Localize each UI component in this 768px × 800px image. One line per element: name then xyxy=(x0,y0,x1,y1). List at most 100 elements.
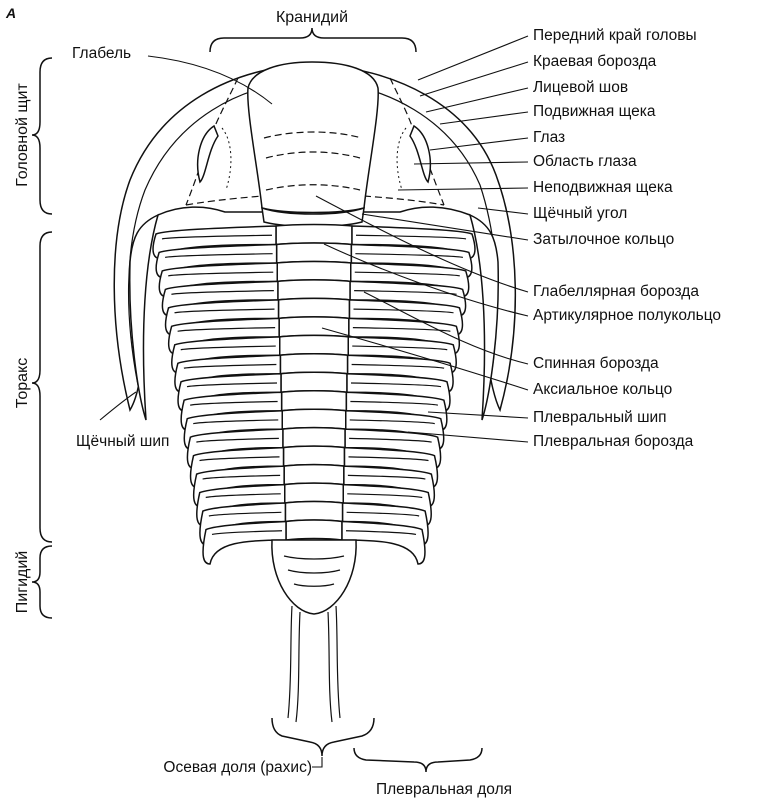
pleural-furrow-right-13 xyxy=(348,456,429,462)
pleura-left-3 xyxy=(158,262,278,298)
pleural-furrow-right-6 xyxy=(352,326,451,332)
pleural-furrow-left-3 xyxy=(168,271,274,277)
pleura-right-17 xyxy=(341,520,426,565)
callout-glabellar-furrow: Глабеллярная борозда xyxy=(533,283,699,300)
pygidium-label: Пигидий xyxy=(14,551,31,613)
head-shield-label: Головной щит xyxy=(14,83,31,187)
pleural-furrow-right-3 xyxy=(354,271,460,277)
pleural-furrow-left-2 xyxy=(164,253,273,258)
pleural-furrow-right-7 xyxy=(352,345,448,351)
thorax-segments xyxy=(152,223,476,565)
leader-9 xyxy=(361,213,529,241)
terminal-spine-right xyxy=(335,605,341,719)
leader-13 xyxy=(321,327,529,391)
pleural-furrow-left-7 xyxy=(180,345,276,351)
axial-ring-16 xyxy=(284,500,344,523)
pleural-furrow-right-1 xyxy=(355,234,467,240)
axial-ring-2 xyxy=(275,242,353,264)
pygidium-ring-2 xyxy=(287,569,341,574)
glabellar-furrow-1 xyxy=(263,131,363,139)
callout-occipital-ring: Затылочное кольцо xyxy=(533,231,674,248)
axial-ring-5 xyxy=(277,297,351,320)
callout-axial-ring: Аксиальное кольцо xyxy=(533,381,672,398)
axial-ring-10 xyxy=(280,390,348,412)
axial-lobe-leader xyxy=(312,757,323,768)
cranidium-brace xyxy=(209,27,417,53)
pleura-left-4 xyxy=(161,280,279,317)
pleural-furrow-right-14 xyxy=(347,474,426,480)
pleura-right-5 xyxy=(348,299,464,336)
pleural-furrow-right-11 xyxy=(349,419,435,425)
axial-ring-8 xyxy=(279,353,349,375)
callout-free-cheek: Подвижная щека xyxy=(533,103,656,120)
axial-ring-7 xyxy=(279,334,349,357)
pleural-furrow-right-10 xyxy=(350,400,439,406)
callout-facial-suture: Лицевой шов xyxy=(533,79,628,96)
axial-lobe-label: Осевая доля (рахис) xyxy=(163,759,312,776)
callout-axial-furrow: Спинная борозда xyxy=(533,355,659,372)
axial-ring-13 xyxy=(282,445,346,467)
pleural-furrow-left-1 xyxy=(161,234,273,240)
callout-eye: Глаз xyxy=(533,129,565,146)
pleural-furrow-left-15 xyxy=(205,493,281,499)
pleural-furrow-left-6 xyxy=(177,326,276,332)
pleural-furrow-right-12 xyxy=(349,437,432,443)
axial-lobe-brace xyxy=(271,717,375,757)
terminal-spine-right-2 xyxy=(327,611,333,723)
glabella xyxy=(247,61,379,214)
pleural-furrow-left-13 xyxy=(199,456,280,462)
pleura-right-4 xyxy=(349,280,467,317)
pleura-right-16 xyxy=(341,502,429,546)
pleural-furrow-left-4 xyxy=(171,290,274,295)
leader-10 xyxy=(315,195,529,293)
genal-spine-right xyxy=(468,213,500,421)
glabellar-furrow-3 xyxy=(265,184,361,191)
axial-ring-1 xyxy=(275,223,353,246)
pleural-furrow-right-2 xyxy=(355,253,464,258)
pleural-lobe-brace xyxy=(353,747,483,773)
facial-suture-right xyxy=(389,77,445,206)
leader-6 xyxy=(413,161,529,165)
pleura-right-2 xyxy=(350,243,473,279)
axial-ring-11 xyxy=(281,408,347,431)
callout-fixed-cheek: Неподвижная щека xyxy=(533,179,673,196)
leader-4 xyxy=(439,111,529,125)
pleura-left-7 xyxy=(171,336,281,374)
pleura-left-16 xyxy=(199,502,287,546)
leader-8 xyxy=(477,207,529,215)
leader-5 xyxy=(429,137,529,151)
callout-pleural-spine: Плевральный шип xyxy=(533,409,667,426)
pleura-left-2 xyxy=(155,243,278,279)
pleural-furrow-right-17 xyxy=(345,530,417,536)
pleura-right-7 xyxy=(347,336,457,374)
axial-ring-15 xyxy=(284,482,344,504)
pleura-left-17 xyxy=(202,520,287,565)
pygidium-shield xyxy=(271,539,357,615)
pygidium-brace xyxy=(31,545,53,619)
glabellar-furrow-2 xyxy=(265,151,361,159)
leader-genal-spine xyxy=(99,391,137,421)
pygidium xyxy=(271,539,357,723)
terminal-spine-left-2 xyxy=(295,611,301,723)
glabella-label: Глабель xyxy=(72,45,131,62)
leader-2 xyxy=(419,61,529,97)
pleural-furrow-right-5 xyxy=(353,308,454,314)
pleural-furrow-left-17 xyxy=(211,530,283,536)
terminal-spine-left xyxy=(287,605,293,719)
thorax-label: Торакс xyxy=(14,358,31,408)
callout-eye-area: Область глаза xyxy=(533,153,637,170)
pleural-furrow-right-8 xyxy=(351,363,445,369)
facial-suture-left xyxy=(185,77,239,206)
pleural-furrow-right-9 xyxy=(350,382,442,388)
pygidium-ring-3 xyxy=(293,583,335,587)
thorax-brace xyxy=(31,231,53,543)
axial-ring-12 xyxy=(282,426,346,449)
pleura-left-1 xyxy=(152,225,277,260)
leader-15 xyxy=(407,431,529,443)
leader-7 xyxy=(397,187,529,191)
pleural-furrow-left-11 xyxy=(193,419,279,425)
callout-anterior-margin: Передний край головы xyxy=(533,27,697,44)
pleural-furrow-left-5 xyxy=(174,308,275,314)
pleural-furrow-left-8 xyxy=(183,363,277,369)
